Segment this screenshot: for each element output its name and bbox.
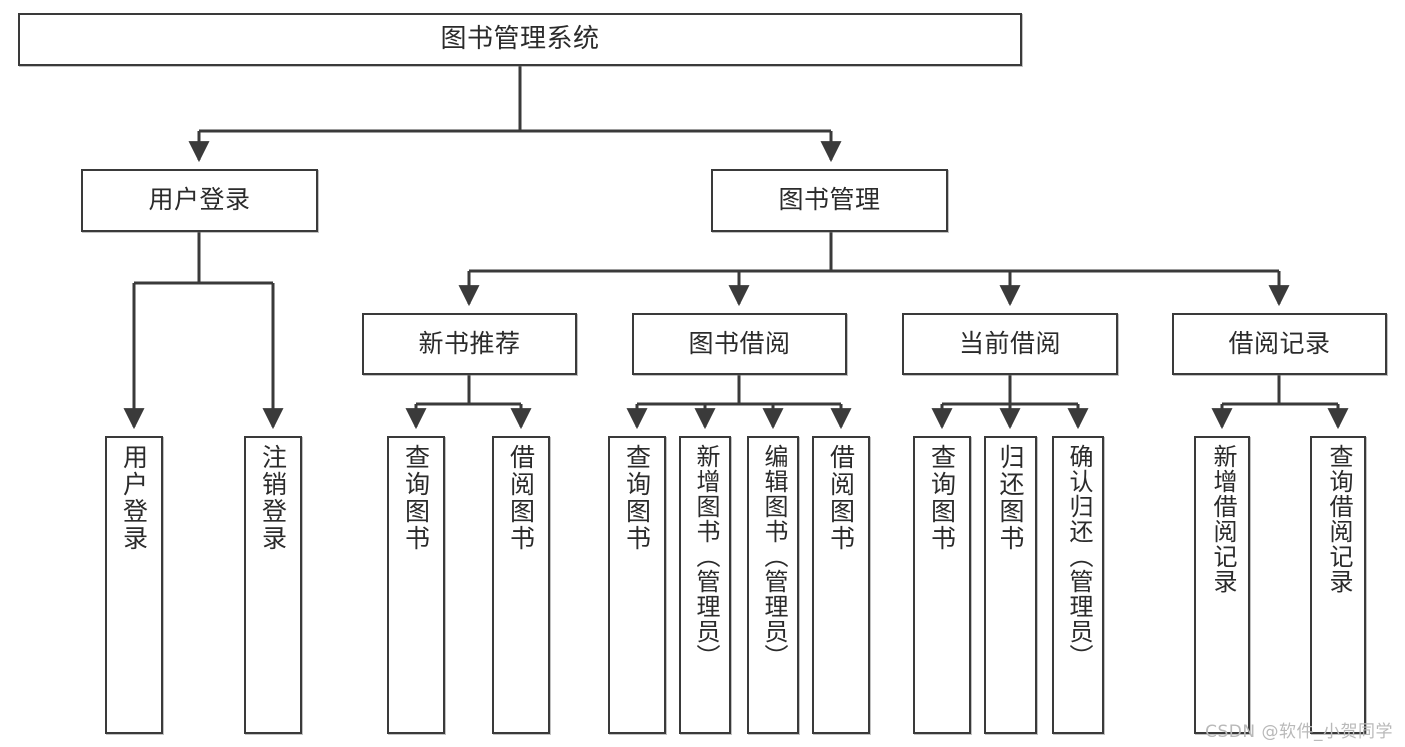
node-book-management[interactable]: 图书管理 [711,169,948,232]
leaf-query-book-new-recommend[interactable]: 查询图书 [387,436,445,734]
node-label: 编辑图书（管理员） [759,444,788,669]
node-borrow-record[interactable]: 借阅记录 [1172,313,1387,375]
node-label: 新增借阅记录 [1208,444,1237,594]
node-label: 注销登录 [258,444,288,552]
leaf-logout[interactable]: 注销登录 [244,436,302,734]
node-label: 借阅图书 [826,444,856,552]
node-label: 查询图书 [622,444,652,552]
node-label: 图书借阅 [688,328,791,358]
leaf-add-book-admin[interactable]: 新增图书（管理员） [679,436,731,734]
node-user-login[interactable]: 用户登录 [81,169,318,232]
node-book-borrow[interactable]: 图书借阅 [632,313,847,375]
node-label: 借阅记录 [1228,328,1331,358]
node-root-book-management-system[interactable]: 图书管理系统 [18,13,1022,66]
leaf-borrow-book-borrow[interactable]: 借阅图书 [812,436,870,734]
node-current-borrow[interactable]: 当前借阅 [902,313,1118,375]
node-label: 当前借阅 [958,328,1061,358]
node-label: 查询图书 [927,444,957,552]
node-label: 图书管理系统 [440,23,600,54]
node-label: 用户登录 [119,444,149,552]
node-label: 借阅图书 [506,444,536,552]
leaf-query-book-borrow[interactable]: 查询图书 [608,436,666,734]
node-label: 用户登录 [148,185,251,215]
leaf-edit-book-admin[interactable]: 编辑图书（管理员） [747,436,799,734]
node-label: 确认归还（管理员） [1064,444,1093,669]
leaf-borrow-book-new-recommend[interactable]: 借阅图书 [492,436,550,734]
node-label: 图书管理 [778,185,881,215]
leaf-query-book-current[interactable]: 查询图书 [913,436,971,734]
node-new-book-recommend[interactable]: 新书推荐 [362,313,577,375]
leaf-user-login[interactable]: 用户登录 [105,436,163,734]
leaf-query-borrow-record[interactable]: 查询借阅记录 [1310,436,1366,734]
node-label: 新书推荐 [418,328,521,358]
leaf-confirm-return-admin[interactable]: 确认归还（管理员） [1052,436,1104,734]
node-label: 查询图书 [401,444,431,552]
watermark-text: CSDN @软件_小贺同学 [1205,722,1393,742]
node-label: 新增图书（管理员） [691,444,720,669]
leaf-add-borrow-record[interactable]: 新增借阅记录 [1194,436,1250,734]
leaf-return-book[interactable]: 归还图书 [984,436,1037,734]
node-label: 查询借阅记录 [1324,444,1353,594]
node-label: 归还图书 [996,444,1025,552]
